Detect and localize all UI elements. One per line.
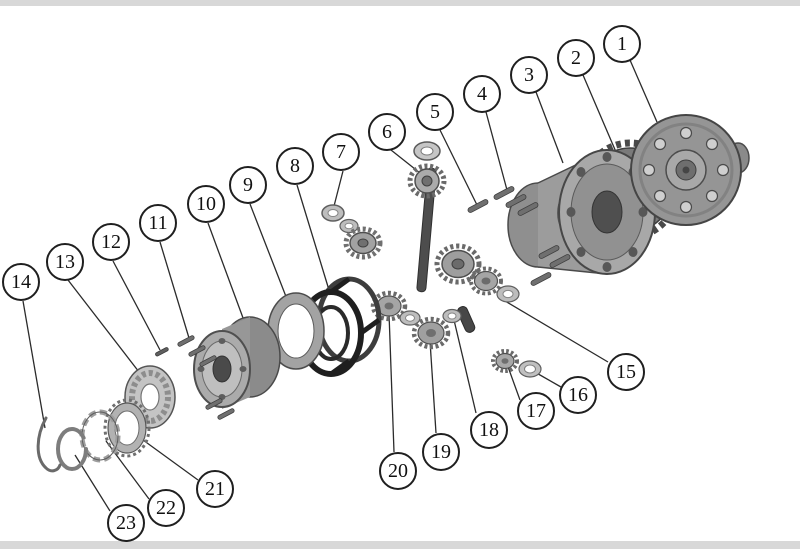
- callout-10: 10: [187, 185, 225, 223]
- letterbox-top: [0, 0, 800, 6]
- part-20-gear: [370, 290, 408, 322]
- part-23-snap-ring: [56, 427, 88, 471]
- part-1-drive-flange: [630, 114, 750, 226]
- callout-5: 5: [416, 93, 454, 131]
- callout-22: 22: [147, 489, 185, 527]
- part-7-thrust-washers: [321, 204, 359, 234]
- callout-3: 3: [510, 56, 548, 94]
- callout-18: 18: [470, 411, 508, 449]
- callout-4: 4: [463, 75, 501, 113]
- callout-16: 16: [559, 376, 597, 414]
- part-11-bolts: [177, 335, 235, 420]
- callout-13: 13: [46, 243, 84, 281]
- part-9-ring: [267, 292, 325, 370]
- part-18-shim: [442, 308, 462, 324]
- callout-23: 23: [107, 504, 145, 542]
- callout-7: 7: [322, 133, 360, 171]
- letterbox-bottom: [0, 541, 800, 549]
- part-roller-pin: [457, 306, 476, 333]
- callout-8: 8: [276, 147, 314, 185]
- part-19-side-gear: [411, 316, 451, 350]
- callout-2: 2: [557, 39, 595, 77]
- callout-15: 15: [607, 353, 645, 391]
- callout-21: 21: [196, 470, 234, 508]
- callout-20: 20: [379, 452, 417, 490]
- callout-17: 17: [517, 392, 555, 430]
- part-10-bearing-hub: [193, 316, 281, 409]
- part-17-small-gear: [491, 349, 519, 373]
- part-16-washer: [518, 360, 542, 378]
- part-side-gear-left: [343, 226, 383, 260]
- callout-12: 12: [92, 223, 130, 261]
- part-6-pinion-gear: [407, 141, 447, 199]
- part-3-differential-case: [507, 149, 656, 275]
- part-14-hook-clip: [36, 416, 62, 473]
- callout-19: 19: [422, 433, 460, 471]
- callout-14: 14: [2, 263, 40, 301]
- callout-6: 6: [368, 113, 406, 151]
- callout-1: 1: [603, 25, 641, 63]
- leader-lines: [22, 59, 658, 512]
- part-4-5-cross-pins: [467, 186, 571, 286]
- part-15-spider-gears: [434, 243, 520, 303]
- callout-9: 9: [229, 166, 267, 204]
- callout-11: 11: [139, 204, 177, 242]
- part-mid-washer: [399, 310, 421, 326]
- part-12-pin: [155, 347, 169, 357]
